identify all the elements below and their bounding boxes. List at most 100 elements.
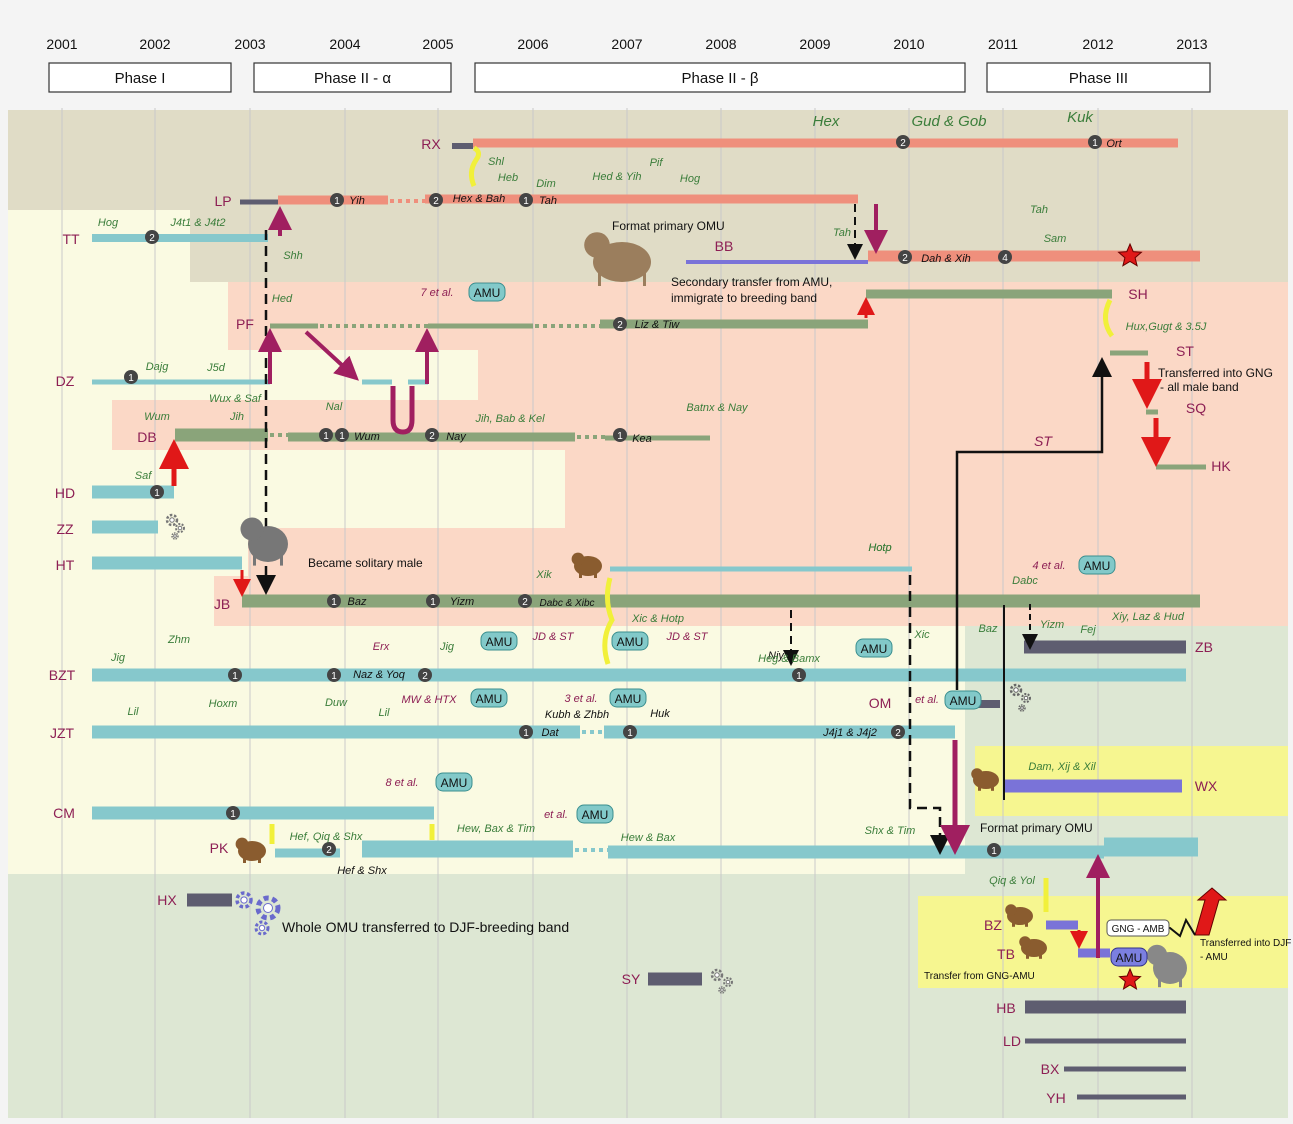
name-label: 8 et al. xyxy=(385,777,418,789)
marker-number: 1 xyxy=(331,597,337,608)
gear-icon xyxy=(171,532,179,540)
annotation: Format primary OMU xyxy=(612,219,725,233)
lineage-bar xyxy=(1064,1066,1186,1072)
name-label: Shl xyxy=(488,156,504,168)
lineage-bar xyxy=(92,234,268,242)
phase-box xyxy=(253,62,452,93)
year-label: 2008 xyxy=(705,36,736,52)
name-label: Yih xyxy=(349,195,365,207)
monkey-icon xyxy=(243,851,246,863)
name-label: Dim xyxy=(536,178,556,190)
unit-label: YH xyxy=(1046,1090,1065,1106)
gear-icon xyxy=(255,895,281,921)
marker-number: 1 xyxy=(523,196,529,207)
gear-icon xyxy=(177,525,183,531)
name-label: J5d xyxy=(206,362,226,374)
annotation: Whole OMU transferred to DJF-breeding ba… xyxy=(282,919,569,935)
monkey-icon xyxy=(991,780,994,791)
name-label: JD & ST xyxy=(532,631,575,643)
name-label: Hog xyxy=(98,217,119,229)
unit-label: SQ xyxy=(1186,400,1206,416)
amu-label: AMU xyxy=(861,642,888,656)
name-label: Lil xyxy=(127,706,139,718)
marker-number: 1 xyxy=(323,431,329,442)
lineage-bar xyxy=(604,725,955,739)
name-label: Hotp xyxy=(868,542,891,554)
unit-label: ZZ xyxy=(56,521,74,537)
amu-label: AMU xyxy=(441,776,468,790)
monkey-icon xyxy=(240,517,264,541)
marker-number: 2 xyxy=(326,845,332,856)
name-label: Fej xyxy=(1080,624,1096,636)
monkey-icon xyxy=(280,544,283,566)
unit-label: HD xyxy=(55,485,75,501)
gng-amb-badge xyxy=(1106,919,1170,937)
unit-label: JZT xyxy=(50,725,75,741)
name-label: Hed xyxy=(272,293,293,305)
lineage-bar xyxy=(605,435,710,441)
amu-label: AMU xyxy=(474,286,501,300)
name-label: Jig xyxy=(439,641,455,653)
name-label: Kea xyxy=(632,433,652,445)
name-label: Sam xyxy=(1044,233,1067,245)
gng-amb-label: GNG - AMB xyxy=(1112,924,1165,935)
name-label: Hex xyxy=(813,113,840,130)
name-label: ST xyxy=(1034,433,1053,449)
unit-label: LP xyxy=(214,193,231,209)
lineage-bar xyxy=(1078,948,1110,958)
monkey-icon xyxy=(1158,968,1161,988)
amu-label: AMU xyxy=(1084,559,1111,573)
year-label: 2006 xyxy=(517,36,548,52)
name-label: Tah xyxy=(539,195,557,207)
year-label: 2013 xyxy=(1176,36,1207,52)
name-label: Heg & Bamx xyxy=(758,653,820,665)
marker-circle xyxy=(327,668,341,682)
monkey-icon xyxy=(1019,936,1031,948)
marker-circle xyxy=(145,230,159,244)
gear-icon xyxy=(1009,683,1023,697)
amu-badge-purple xyxy=(1110,947,1148,967)
phase-label: Phase II - β xyxy=(682,70,759,87)
gear-icon xyxy=(723,977,733,987)
bg-region xyxy=(565,450,1288,528)
name-label: Huk xyxy=(650,708,670,720)
phase-label: Phase I xyxy=(115,70,166,87)
unit-label: BX xyxy=(1041,1061,1060,1077)
lineage-bar xyxy=(473,138,1178,148)
unit-label: HX xyxy=(157,892,177,908)
lineage-bar xyxy=(1146,409,1158,415)
amu-label: AMU xyxy=(950,694,977,708)
unit-label: SY xyxy=(622,971,641,987)
unit-label: ZB xyxy=(1195,639,1213,655)
lineage-bar xyxy=(866,289,1112,299)
name-label: Hotp xyxy=(868,542,891,554)
name-label: Ort xyxy=(1106,138,1122,150)
monkey-icon xyxy=(1146,944,1168,966)
name-label: Kubh & Zhbh xyxy=(545,709,609,721)
marker-number: 1 xyxy=(230,809,236,820)
marker-circle xyxy=(519,725,533,739)
name-label: Kuk xyxy=(1067,109,1094,126)
yellow-arrow xyxy=(602,577,615,665)
monkey-icon xyxy=(971,768,983,780)
lineage-bar xyxy=(187,893,232,907)
unit-label: DB xyxy=(137,429,156,445)
marker-circle xyxy=(429,193,443,207)
marker-circle xyxy=(987,843,1001,857)
name-label: Dajg xyxy=(146,361,170,373)
block-arrow xyxy=(1194,887,1228,936)
connector xyxy=(908,575,950,855)
annotation: - all male band xyxy=(1160,380,1239,394)
amu-badge xyxy=(470,688,508,708)
name-label: Baz xyxy=(348,596,367,608)
marker-number: 1 xyxy=(232,671,238,682)
lineage-bar xyxy=(362,379,392,385)
name-label: Xic xyxy=(913,629,930,641)
connector xyxy=(955,357,1112,690)
monkey-icon xyxy=(579,566,582,578)
name-label: 3 et al. xyxy=(564,693,597,705)
name-label: Qiq & Yol xyxy=(989,875,1035,887)
amu-badge xyxy=(1078,555,1116,575)
name-label: Dabc & Xibc xyxy=(539,598,594,609)
